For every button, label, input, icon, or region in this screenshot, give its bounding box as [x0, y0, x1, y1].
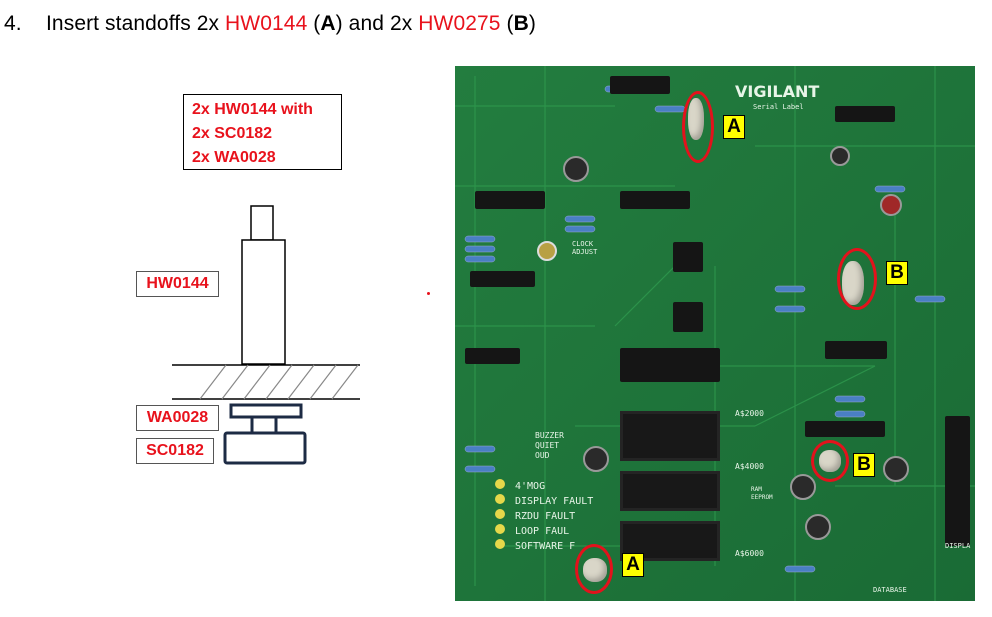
brand-text: VIGILANT [735, 82, 820, 101]
buzzer-text: BUZZER QUIET OUD [535, 431, 564, 460]
ic-chip-left [475, 191, 545, 209]
marker-a-bottom: A [622, 553, 644, 577]
ic-chip-left2 [470, 271, 535, 287]
callout-line-1: 2x HW0144 with [192, 101, 313, 118]
parts-callout: 2x HW0144 with 2x SC0182 2x WA0028 [183, 94, 342, 170]
callout-line-3: 2x WA0028 [192, 149, 276, 166]
highlight-ring-b-top [837, 248, 877, 310]
screw-label-box: SC0182 [136, 438, 214, 464]
clock-adjust-text: CLOCK ADJUST [572, 240, 598, 256]
part-b-code: HW0275 [418, 12, 501, 35]
standoff-label: HW0144 [146, 275, 209, 292]
capacitor-5 [883, 456, 909, 482]
silk-ram: RAM [751, 486, 762, 493]
capacitor-3 [790, 474, 816, 500]
highlight-ring-a-top [682, 91, 714, 163]
paren-open-b: ( [500, 12, 514, 35]
screw-head [223, 431, 307, 465]
silk-display: DISPLA [945, 542, 971, 550]
highlight-ring-b-bottom [811, 440, 849, 482]
silk-eeprom: EEPROM [751, 494, 773, 501]
washer-label-box: WA0028 [136, 405, 219, 431]
capacitor-red [880, 194, 902, 216]
callout-line-2: 2x SC0182 [192, 125, 273, 142]
ic-chip-top [610, 76, 670, 94]
qfp-chip-2 [673, 302, 703, 332]
step-number: 4. [4, 12, 22, 35]
ic-chip-mid [620, 191, 690, 209]
paren-open: ( [307, 12, 321, 35]
silk-loop-fault: LOOP FAUL [515, 526, 570, 537]
silk-a6000: A$6000 [735, 549, 764, 558]
silk-display-fault: DISPLAY FAULT [515, 496, 594, 507]
washer-label: WA0028 [146, 409, 209, 426]
capacitor-1 [563, 156, 589, 182]
qfp-chip-1 [673, 242, 703, 272]
highlight-ring-a-bottom [575, 544, 613, 594]
stray-dot [427, 292, 430, 295]
silk-4mog: 4'MOG [515, 481, 546, 492]
capacitor-6 [830, 146, 850, 166]
marker-a-top: A [723, 115, 745, 139]
led-2 [495, 494, 505, 504]
dip-socket-3 [620, 521, 720, 561]
dip-socket-1 [620, 411, 720, 461]
pcb-photo: VIGILANT Serial Label CLOCK ADJUST BUZZE… [455, 66, 975, 601]
capacitor-4 [805, 514, 831, 540]
panel-hatching [199, 364, 359, 400]
silk-database: DATABASE [873, 586, 907, 594]
dip-socket-2 [620, 471, 720, 511]
label-b: B [513, 12, 529, 35]
standoff-thread [250, 205, 274, 241]
standoff-body [241, 239, 286, 365]
serial-label-text: Serial Label [753, 103, 804, 111]
paren-close-and: ) and 2x [335, 12, 419, 35]
ic-chip-right2 [805, 421, 885, 437]
header-connector [945, 416, 970, 546]
marker-b-bottom: B [853, 453, 875, 477]
label-a: A [320, 12, 336, 35]
step-instruction: 4.Insert standoffs 2x HW0144 (A) and 2x … [0, 12, 536, 36]
marker-b-top: B [886, 261, 908, 285]
silk-a4000: A$4000 [735, 462, 764, 471]
led-5 [495, 539, 505, 549]
standoff-assembly-diagram [172, 205, 360, 465]
ic-chip-top-right [835, 106, 895, 122]
standoff-label-box: HW0144 [136, 271, 219, 297]
paren-close-b: ) [528, 12, 536, 35]
pcb-traces [455, 66, 975, 601]
capacitor-2 [583, 446, 609, 472]
led-1 [495, 479, 505, 489]
led-3 [495, 509, 505, 519]
ic-chip-right [825, 341, 887, 359]
ic-large [620, 348, 720, 382]
silk-software-fault: SOFTWARE F [515, 541, 576, 552]
silk-a2000: A$2000 [735, 409, 764, 418]
washer-shape [229, 403, 303, 419]
led-4 [495, 524, 505, 534]
clock-adjust-pot [537, 241, 557, 261]
ic-chip-left3 [465, 348, 520, 364]
screw-shank [250, 415, 278, 435]
part-a-code: HW0144 [225, 12, 308, 35]
screw-label: SC0182 [146, 442, 204, 459]
silk-rzdu-fault: RZDU FAULT [515, 511, 576, 522]
step-text: Insert standoffs 2x [46, 12, 226, 35]
